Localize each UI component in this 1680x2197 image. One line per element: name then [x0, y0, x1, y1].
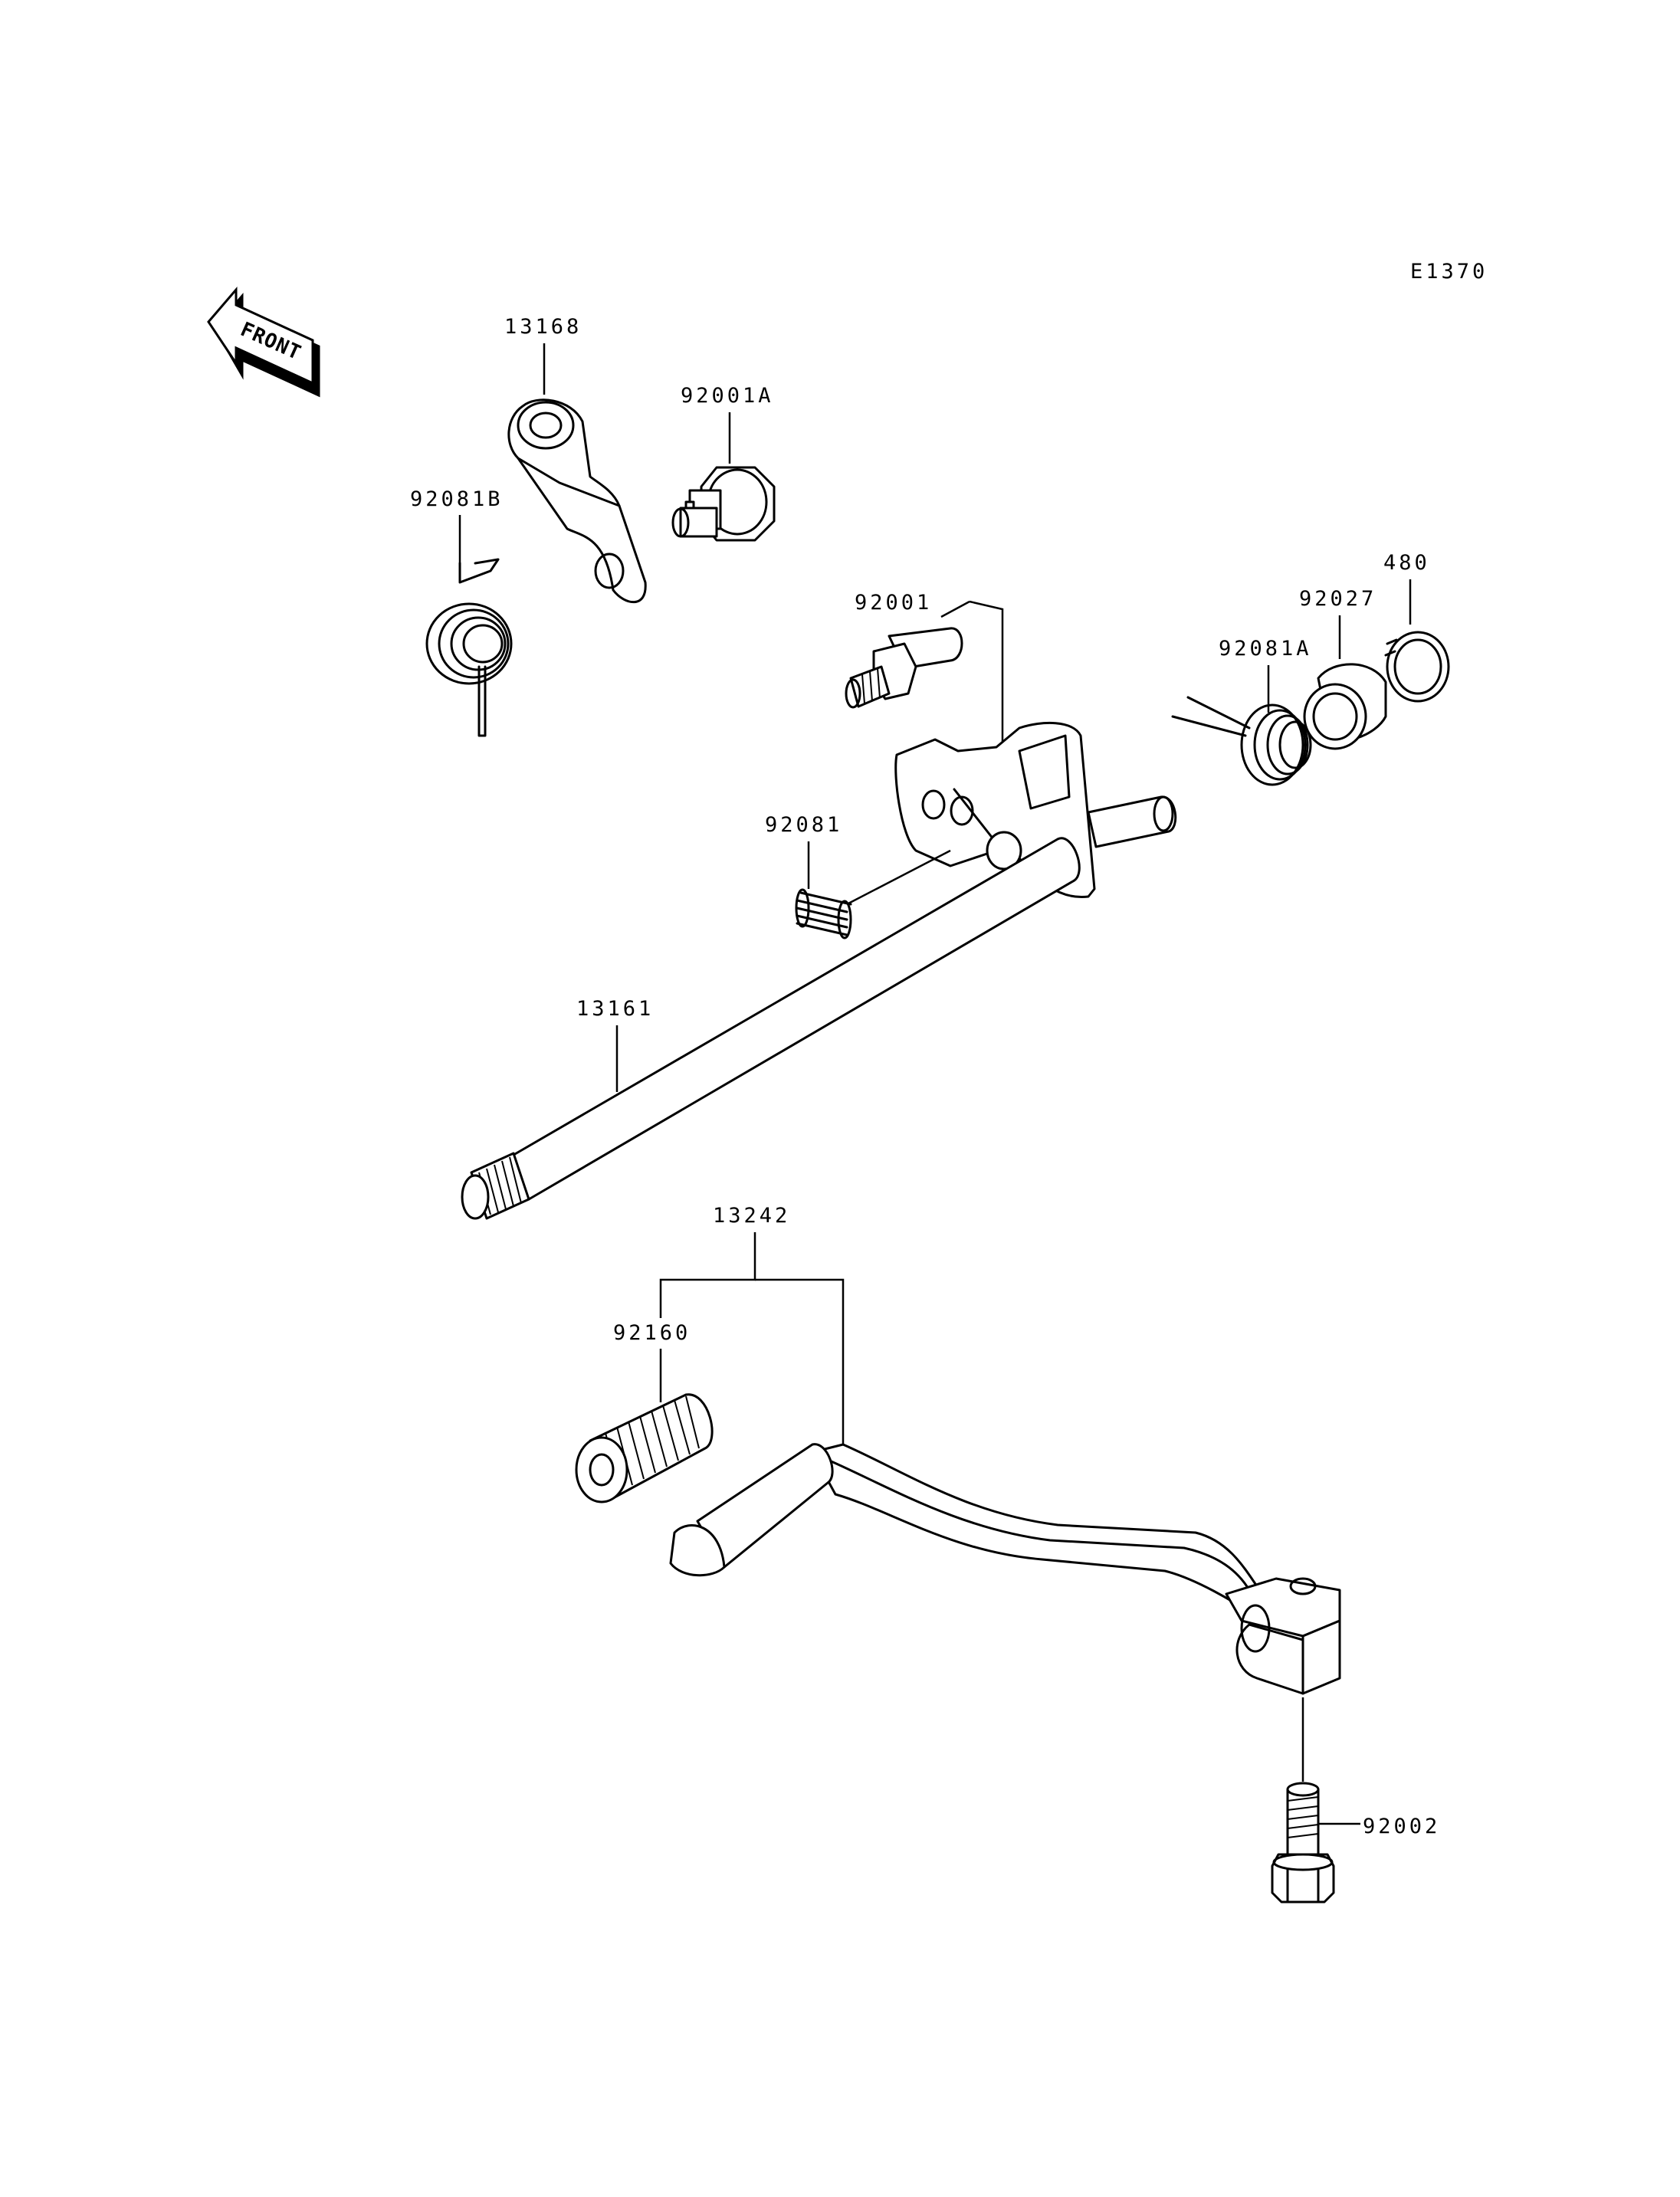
- leader-13242-b: [755, 1278, 845, 1448]
- part-label-13242: 13242: [713, 1204, 790, 1228]
- part-label-480: 480: [1383, 551, 1430, 575]
- part-92001A-bolt: [671, 466, 776, 542]
- part-label-13161: 13161: [576, 997, 654, 1021]
- part-label-92002: 92002: [1363, 1815, 1440, 1838]
- part-92002-bolt: [1271, 1782, 1335, 1904]
- part-92027-collar: [1303, 663, 1387, 750]
- leader-92001-b: [940, 600, 970, 618]
- part-label-13168: 13168: [504, 315, 582, 339]
- part-label-92001: 92001: [855, 591, 932, 615]
- part-92081B-spring: [425, 558, 513, 737]
- leader-92001: [969, 600, 1004, 766]
- part-label-92081: 92081: [765, 813, 842, 837]
- part-label-92081A: 92081A: [1219, 637, 1312, 661]
- part-label-92001A: 92001A: [681, 384, 774, 408]
- part-480-circlip: [1384, 631, 1450, 703]
- part-92081A-spring: [1171, 696, 1312, 786]
- leader-92081-b: [846, 849, 951, 906]
- part-92001-bolt: [845, 627, 963, 709]
- part-label-92081B: 92081B: [410, 487, 504, 511]
- part-92160-rubber: [575, 1393, 714, 1503]
- diagram-code: E1370: [1410, 260, 1488, 284]
- part-13168-bracket: [507, 398, 647, 604]
- part-label-92160: 92160: [613, 1321, 691, 1345]
- part-13242-shift-pedal: [669, 1443, 1341, 1695]
- part-label-92027: 92027: [1299, 587, 1376, 611]
- leader-13242: [659, 1232, 756, 1318]
- part-13161-shift-shaft: [461, 795, 1177, 1220]
- part-92081-spring: [795, 888, 852, 939]
- front-arrow-icon: FRONT: [207, 286, 320, 398]
